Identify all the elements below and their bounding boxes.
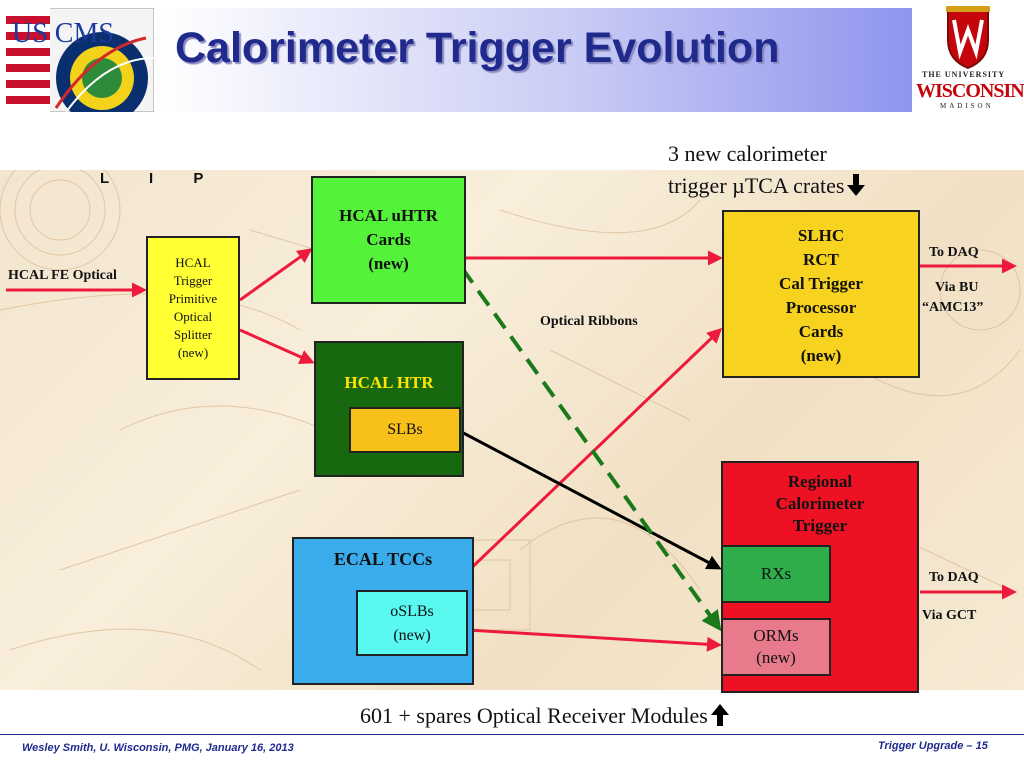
modules-note-text: 601 + spares Optical Receiver Modules xyxy=(360,703,708,728)
htr-title: HCAL HTR xyxy=(344,373,434,392)
hcal-fe-optical-label: HCAL FE Optical xyxy=(8,268,117,283)
slhc-line: Processor xyxy=(785,298,857,317)
orms-line: (new) xyxy=(756,648,796,667)
slide-title: Calorimeter Trigger Evolution xyxy=(175,24,780,72)
slhc-line: Cal Trigger xyxy=(779,274,863,293)
uscms-logo: US CMS xyxy=(5,7,155,124)
uhtr-line: HCAL uHTR xyxy=(339,206,438,225)
splitter-line: Primitive xyxy=(168,291,218,306)
splitter-line: Optical xyxy=(173,309,213,324)
footer-page: Trigger Upgrade – 15 xyxy=(878,740,988,752)
background-mark: L I P xyxy=(100,170,222,187)
crates-note-line2: trigger µTCA crates xyxy=(668,173,866,199)
arrow-oslbs-to-orms xyxy=(467,628,722,652)
rxs-box: RXs xyxy=(721,545,831,603)
ecal-title: ECAL TCCs xyxy=(333,549,433,569)
uhtr-box: HCAL uHTR Cards (new) xyxy=(311,176,466,304)
crates-note-line2-text: trigger µTCA crates xyxy=(668,173,845,198)
splitter-line: Trigger xyxy=(173,273,213,288)
crates-note-line1: 3 new calorimeter xyxy=(668,141,827,166)
footer-rule xyxy=(0,734,1024,735)
arrow-slbs-to-rxs xyxy=(451,425,722,570)
splitter-box: HCAL Trigger Primitive Optical Splitter … xyxy=(146,236,240,380)
slhc-line: (new) xyxy=(800,346,842,365)
rct-line: Calorimeter xyxy=(775,494,865,513)
oslbs-line: (new) xyxy=(393,627,431,644)
uw-logo-line3: MADISON xyxy=(940,102,994,110)
arrow-splitter-to-uhtr xyxy=(239,248,313,302)
slhc-line: RCT xyxy=(803,250,839,269)
slhc-line: Cards xyxy=(798,322,844,341)
arrow-up-icon xyxy=(710,704,729,726)
rct-title: Regional Calorimeter Trigger xyxy=(723,471,917,537)
uscms-logo-icon: US CMS xyxy=(5,7,155,124)
to-daq-label-1: To DAQ xyxy=(929,245,979,260)
to-daq-label-2: To DAQ xyxy=(929,570,979,585)
footer-author: Wesley Smith, U. Wisconsin, PMG, January… xyxy=(22,742,294,754)
title-band xyxy=(160,8,912,112)
uhtr-line: Cards xyxy=(366,230,411,249)
splitter-line: (new) xyxy=(177,345,209,360)
slbs-box: SLBs xyxy=(349,407,461,453)
modules-note: 601 + spares Optical Receiver Modules xyxy=(360,703,730,729)
oslbs-box: oSLBs (new) xyxy=(356,590,468,656)
splitter-line: HCAL xyxy=(175,255,211,270)
uhtr-line: (new) xyxy=(368,254,409,273)
splitter-line: Splitter xyxy=(173,327,213,342)
slhc-box: SLHC RCT Cal Trigger Processor Cards (ne… xyxy=(722,210,920,378)
slhc-line: SLHC xyxy=(797,226,845,245)
arrow-down-icon xyxy=(847,174,866,196)
via-gct-label: Via GCT xyxy=(922,608,977,623)
rct-line: Regional xyxy=(787,472,853,491)
arrow-uhtr-to-orms-dashed xyxy=(460,266,722,632)
optical-ribbons-label: Optical Ribbons xyxy=(540,314,638,329)
uw-logo xyxy=(912,6,1024,114)
uw-logo-line1: THE UNIVERSITY xyxy=(922,70,1006,79)
arrow-ecal-to-slhc xyxy=(438,327,723,600)
uw-logo-line2: WISCONSIN xyxy=(916,80,1024,102)
orms-box: ORMs (new) xyxy=(721,618,831,676)
uscms-logo-text: US CMS xyxy=(12,18,114,49)
uw-crest-icon xyxy=(946,6,990,70)
arrow-splitter-to-htr xyxy=(239,328,315,364)
rct-line: Trigger xyxy=(792,516,848,535)
orms-line: ORMs xyxy=(753,626,799,645)
amc13-label: “AMC13” xyxy=(922,300,984,315)
oslbs-line: oSLBs xyxy=(390,603,434,620)
via-bu-label: Via BU xyxy=(935,280,979,295)
